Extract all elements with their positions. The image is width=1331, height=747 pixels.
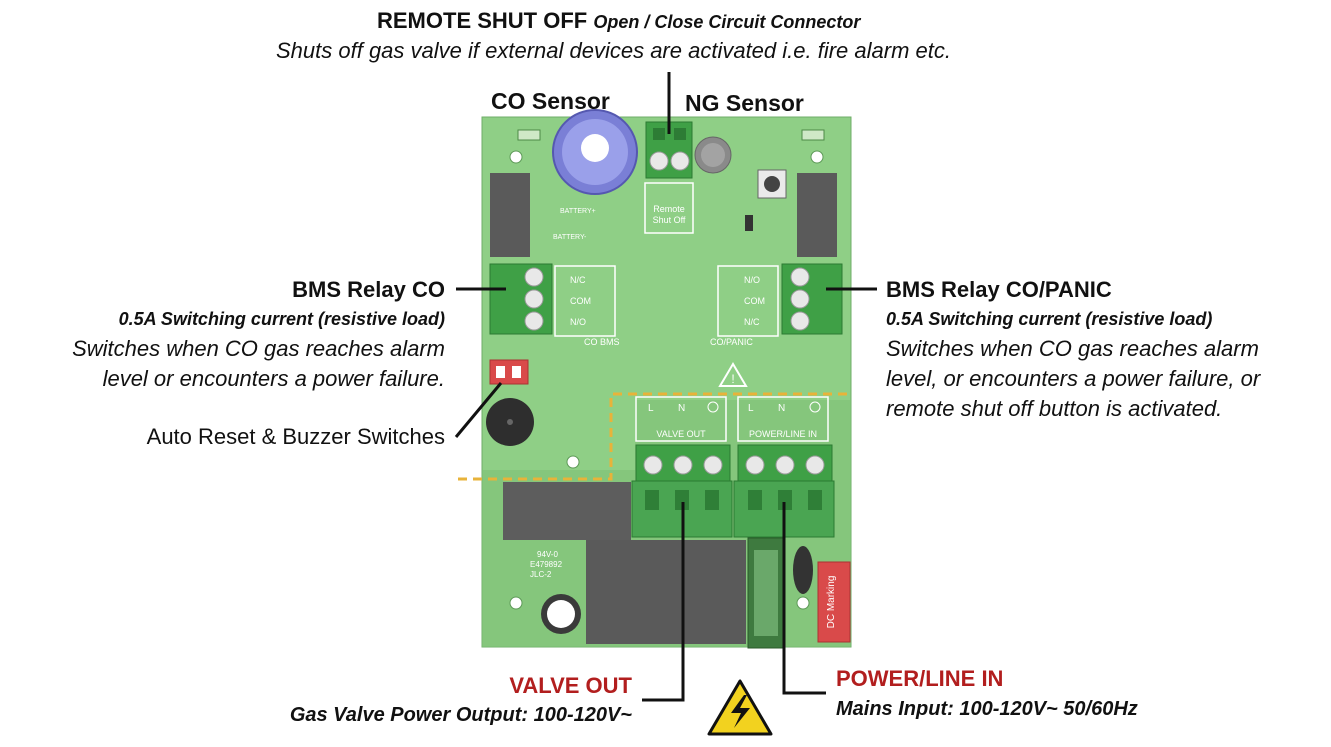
board-power-l: L bbox=[748, 403, 754, 414]
transformer-body bbox=[586, 540, 746, 644]
right-relay-desc-3: remote shut off button is activated. bbox=[886, 396, 1223, 421]
board-valve-n: N bbox=[678, 403, 685, 414]
dc-marking-box bbox=[817, 561, 851, 643]
board-battery-neg: BATTERY- bbox=[553, 234, 587, 241]
right-relay-desc-2: level, or encounters a power failure, or bbox=[886, 366, 1261, 391]
board-left-com: COM bbox=[570, 296, 591, 306]
left-relay-desc-2: level or encounters a power failure. bbox=[102, 366, 445, 391]
co-sensor-label: CO Sensor bbox=[491, 88, 610, 114]
power-line-in-title: POWER/LINE IN bbox=[836, 666, 1004, 691]
high-voltage-warning-icon bbox=[707, 679, 773, 736]
board-right-no: N/O bbox=[744, 275, 760, 285]
board-rating-2: E479892 bbox=[530, 560, 563, 569]
left-relay-desc-1: Switches when CO gas reaches alarm bbox=[72, 336, 445, 361]
board-left-nc: N/C bbox=[570, 275, 586, 285]
remote-shutoff-title-row: REMOTE SHUT OFF Open / Close Circuit Con… bbox=[377, 8, 860, 34]
varistor bbox=[793, 546, 813, 594]
board-remote-label: Remote bbox=[653, 204, 685, 214]
right-relay-title: BMS Relay CO/PANIC bbox=[886, 277, 1112, 302]
board-right-com: COM bbox=[744, 296, 765, 306]
board-rating-3: JLC-2 bbox=[530, 570, 552, 579]
right-relay-desc-1: Switches when CO gas reaches alarm bbox=[886, 336, 1259, 361]
dip-switch bbox=[489, 359, 529, 385]
board-dc-marking: DC Marking bbox=[826, 576, 837, 629]
board-valve-l: L bbox=[648, 403, 654, 414]
remote-shutoff-subtitle: Open / Close Circuit Connector bbox=[593, 12, 861, 32]
right-relay-block bbox=[797, 173, 837, 257]
switches-label: Auto Reset & Buzzer Switches bbox=[146, 424, 445, 449]
left-relay-block bbox=[490, 173, 530, 257]
board-co-panic: CO/PANIC bbox=[710, 337, 753, 347]
board-right-nc: N/C bbox=[744, 317, 760, 327]
remote-shutoff-description: Shuts off gas valve if external devices … bbox=[276, 38, 951, 63]
valve-out-title: VALVE OUT bbox=[509, 673, 632, 698]
board-left-no: N/O bbox=[570, 317, 586, 327]
board-power-n: N bbox=[778, 403, 785, 414]
board-valve-out: VALVE OUT bbox=[656, 429, 706, 439]
svg-text:!: ! bbox=[731, 372, 734, 386]
valve-out-desc: Gas Valve Power Output: 100-120V~ bbox=[289, 704, 632, 726]
left-relay-spec: 0.5A Switching current (resistive load) bbox=[118, 309, 445, 329]
remote-shutoff-title: REMOTE SHUT OFF bbox=[377, 8, 588, 33]
transformer-top bbox=[503, 482, 631, 540]
power-line-in-desc: Mains Input: 100-120V~ 50/60Hz bbox=[836, 698, 1138, 720]
ng-sensor-label: NG Sensor bbox=[685, 90, 804, 116]
hv-dashed-outline bbox=[458, 392, 852, 481]
left-relay-title: BMS Relay CO bbox=[292, 277, 445, 302]
pcb-push-button bbox=[757, 169, 787, 199]
right-relay-spec: 0.5A Switching current (resistive load) bbox=[886, 309, 1213, 329]
board-co-bms: CO BMS bbox=[584, 337, 620, 347]
board-battery-pos: BATTERY+ bbox=[560, 208, 596, 215]
board-power-line-in: POWER/LINE IN bbox=[749, 429, 817, 439]
board-shutoff-label: Shut Off bbox=[653, 215, 686, 225]
board-rating-1: 94V-0 bbox=[537, 550, 558, 559]
